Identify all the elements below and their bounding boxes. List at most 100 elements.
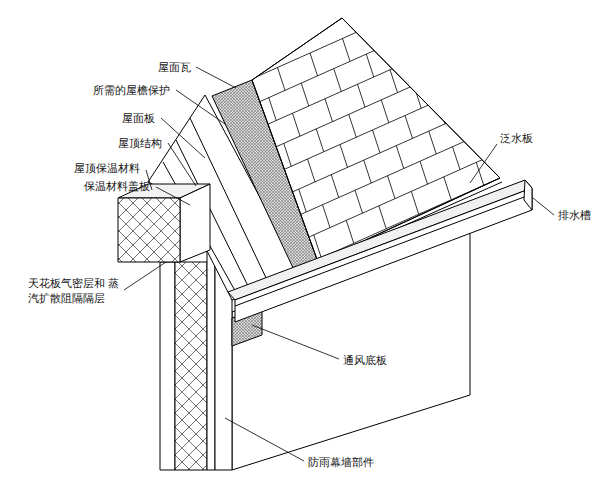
tile-joint — [325, 99, 333, 122]
leader-line — [533, 198, 554, 215]
part-label: 屋顶结构 — [118, 136, 162, 151]
tile-joint — [375, 24, 383, 47]
leader-lines — [124, 67, 554, 461]
tile-joint — [381, 100, 389, 123]
tile-joint — [429, 131, 437, 154]
tile-joint — [526, 88, 534, 111]
tile-joint — [503, 72, 511, 95]
gutter-inside — [228, 180, 532, 300]
tile-joint — [366, 54, 374, 77]
part-label: 屋面瓦 — [158, 60, 191, 75]
tile-joint — [266, 204, 274, 227]
tile-joint — [275, 174, 283, 197]
tile-joint — [396, 146, 404, 169]
tile-joint — [444, 177, 452, 200]
gutter-front — [235, 188, 532, 322]
tile-joint — [284, 143, 292, 166]
leader-line — [168, 143, 196, 186]
tile-joint — [423, 55, 431, 78]
part-label: 所需的屋檐保护 — [93, 83, 170, 98]
tile-joint — [431, 25, 439, 48]
tile-joint — [251, 158, 259, 181]
tile-joint — [438, 101, 446, 124]
tile-joint — [253, 18, 448, 105]
tile-joint — [479, 56, 487, 79]
leader-line — [252, 325, 339, 359]
tile-joint — [420, 161, 428, 184]
leader-line — [225, 418, 304, 461]
membrane-layer — [207, 250, 215, 470]
gutter-end-cap — [524, 180, 532, 210]
wall-insulation — [175, 262, 207, 470]
tile-joint — [331, 175, 339, 198]
leader-line — [124, 262, 166, 290]
block-side — [180, 184, 210, 262]
inner-lining — [160, 262, 175, 470]
tile-joint — [316, 129, 324, 152]
tile-joint — [541, 133, 549, 156]
tile-joint — [440, 0, 448, 18]
tile-joint — [379, 206, 387, 229]
tile-joint — [243, 188, 251, 211]
tile-joint — [258, 234, 266, 257]
leader-line — [176, 90, 225, 124]
tile-joint — [511, 42, 519, 65]
tile-joint — [399, 40, 407, 63]
leader-line — [156, 187, 190, 205]
tile-joint — [405, 116, 413, 139]
tile-joint — [299, 189, 307, 212]
tile-joint — [453, 147, 461, 170]
part-label: 通风底板 — [343, 353, 387, 368]
part-label: 屋顶保温材料 — [74, 161, 140, 176]
part-label: 防雨幕墙部件 — [308, 455, 374, 470]
tile-joint — [470, 87, 478, 110]
tile-joint — [473, 0, 481, 3]
tile-joint — [496, 0, 504, 19]
tile-joint — [358, 84, 366, 107]
tile-joint — [268, 64, 463, 151]
tile-joint — [364, 160, 372, 183]
tile-grid — [213, 0, 549, 272]
tile-joint — [293, 113, 301, 136]
tile-joint — [236, 112, 244, 135]
gutter-bead — [235, 194, 532, 306]
tile-joint — [346, 220, 354, 243]
tile-joint — [308, 159, 316, 182]
tile-joint — [408, 10, 416, 33]
tile-joint — [488, 26, 496, 49]
tile-joint — [301, 83, 309, 106]
roof-insulation-block — [118, 198, 180, 262]
tile-joint — [283, 109, 478, 196]
tile-joint — [343, 39, 351, 62]
tile-joint — [290, 219, 298, 242]
tile-joint — [340, 145, 348, 168]
part-label: 天花板气密层和 蒸汽扩散阻隔隔层 — [28, 276, 122, 306]
tile-joint — [476, 162, 484, 185]
tile-joint — [228, 142, 236, 165]
part-label: 泛水板 — [500, 131, 533, 146]
tile-joint — [310, 53, 318, 76]
leader-line — [196, 67, 236, 88]
tile-joint — [334, 69, 342, 92]
tile-joint — [494, 102, 502, 125]
tile-joint — [509, 148, 517, 171]
tile-joint — [245, 82, 253, 105]
leader-line — [161, 118, 205, 158]
tile-joint — [349, 114, 357, 137]
tile-joint — [281, 249, 289, 272]
part-label: 保温材料盖板 — [84, 179, 150, 194]
tile-joint — [461, 117, 469, 140]
tile-joint — [455, 41, 463, 64]
tile-joint — [411, 191, 419, 214]
part-label: 屋面板 — [122, 111, 155, 126]
tile-joint — [323, 205, 331, 228]
tile-joint — [260, 128, 268, 151]
tile-joint — [269, 98, 277, 121]
tile-joint — [355, 190, 363, 213]
tile-joint — [278, 68, 286, 91]
part-label: 排水槽 — [558, 208, 591, 223]
tile-joint — [245, 0, 440, 82]
tile-joint — [373, 130, 381, 153]
